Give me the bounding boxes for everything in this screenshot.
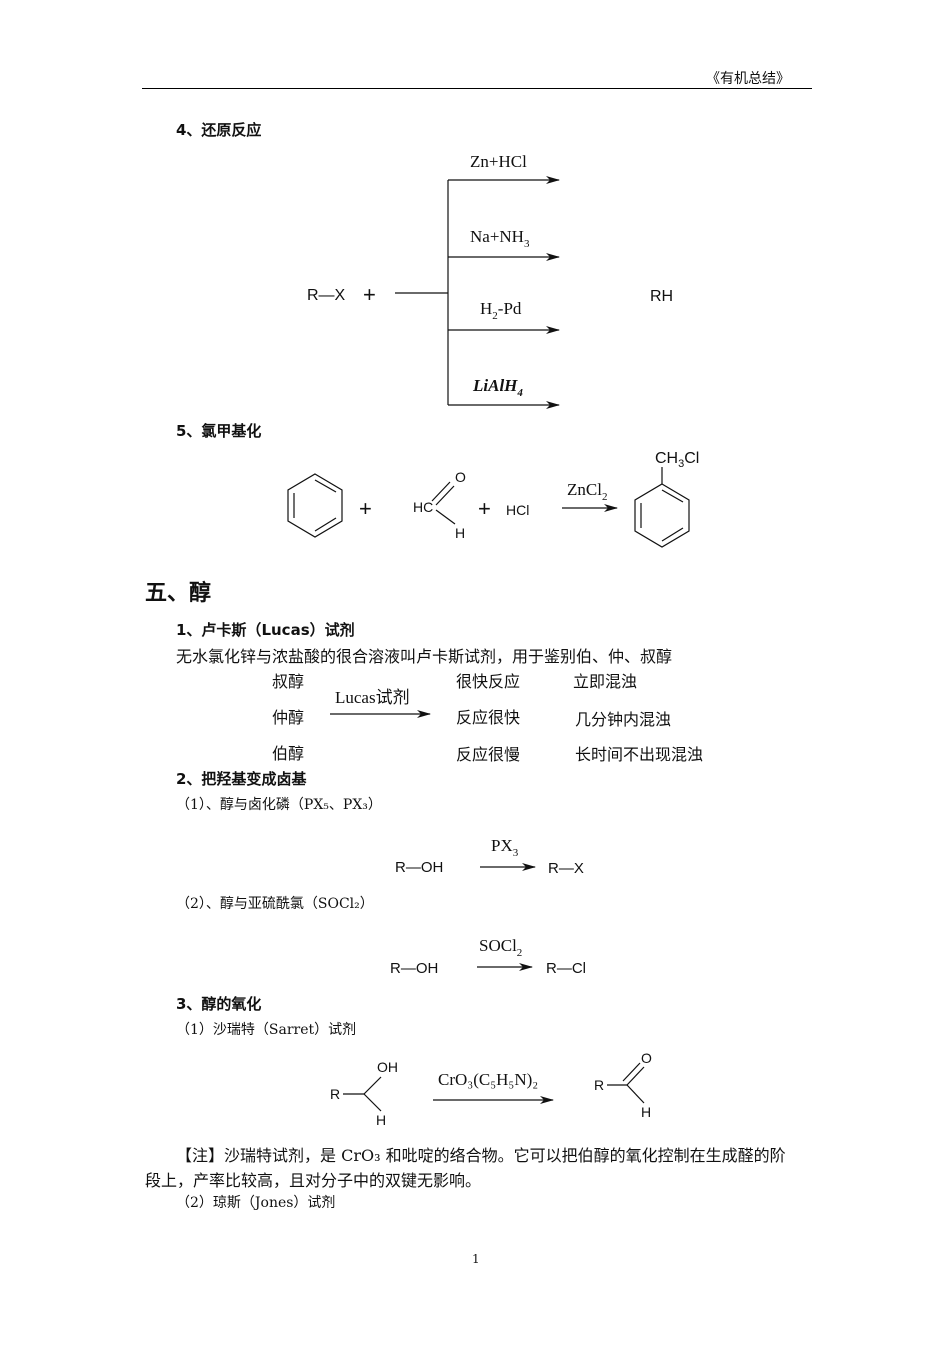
heading-halogenation: 2、把羟基变成卤基 — [176, 770, 307, 788]
hcl-reactant: HCl — [506, 502, 529, 518]
reagent-li: LiAlH4 — [472, 376, 523, 399]
plus-2: + — [478, 496, 491, 521]
formaldehyde-o: O — [455, 469, 466, 485]
oxidation-sub2: （2）琼斯（Jones）试剂 — [176, 1195, 336, 1211]
lucas-alcohol-secondary: 仲醇 — [272, 708, 305, 727]
formaldehyde-hc: HC — [413, 499, 433, 515]
sarret-reagent: CrO₃(C₅H₅N)₂ — [438, 1070, 538, 1089]
lucas-rate-primary: 反应很慢 — [456, 745, 521, 764]
lucas-reagent: Lucas试剂 — [335, 688, 410, 707]
substituent-ch3cl: CH3Cl — [655, 450, 699, 470]
lucas-rate-secondary: 反应很快 — [456, 708, 521, 727]
r1-reagent: PX3 — [491, 836, 519, 859]
lucas-obs-secondary: 几分钟内混浊 — [575, 710, 672, 729]
lucas-obs-tertiary: 立即混浊 — [573, 672, 638, 691]
note-line-2: 段上，产率比较高，且对分子中的双键无影响。 — [145, 1171, 482, 1190]
heading-reduction: 4、还原反应 — [176, 121, 262, 139]
lucas-alcohol-tertiary: 叔醇 — [272, 672, 305, 691]
aldehyde-bonds — [607, 1062, 645, 1104]
reagent-zn: Zn+HCl — [470, 152, 527, 171]
plus-sign: + — [363, 282, 376, 307]
alcohol-bonds — [343, 1076, 382, 1112]
oxidation-sub1: （1）沙瑞特（Sarret）试剂 — [176, 1022, 357, 1038]
halogenation-sub2: （2）、醇与亚硫酰氯（SOCl₂） — [176, 896, 374, 912]
header-rule — [142, 88, 812, 89]
product-rh: RH — [650, 288, 673, 305]
heading-lucas: 1、卢卡斯（Lucas）试剂 — [176, 621, 355, 639]
r1-left: R—OH — [395, 859, 443, 876]
alcohol-oh: OH — [377, 1059, 398, 1075]
benzene-ring — [287, 473, 343, 538]
lucas-rate-tertiary: 很快反应 — [456, 672, 521, 691]
aldehyde-o: O — [641, 1050, 652, 1066]
formaldehyde-bonds — [431, 481, 456, 525]
aldehyde-r: R — [594, 1077, 604, 1093]
note-line-1: 【注】沙瑞特试剂，是 CrO₃ 和吡啶的络合物。它可以把伯醇的氧化控制在生成醛的… — [176, 1146, 786, 1165]
r2-right: R—Cl — [546, 960, 586, 977]
r2-reagent: SOCl2 — [479, 936, 522, 959]
r1-right: R—X — [548, 860, 584, 877]
lucas-alcohol-primary: 伯醇 — [272, 744, 305, 763]
lucas-description: 无水氯化锌与浓盐酸的很合溶液叫卢卡斯试剂，用于鉴别伯、仲、叔醇 — [176, 647, 673, 666]
halogenation-sub1: （1）、醇与卤化磷（PX₅、PX₃） — [176, 797, 382, 813]
lucas-obs-primary: 长时间不出现混浊 — [575, 745, 704, 764]
heading-oxidation: 3、醇的氧化 — [176, 995, 262, 1013]
catalyst-zncl2: ZnCl2 — [567, 480, 607, 503]
aldehyde-h: H — [641, 1104, 651, 1120]
alcohol-r: R — [330, 1086, 340, 1102]
chapter-title: 五、醇 — [145, 580, 212, 606]
reagent-na: Na+NH3 — [470, 227, 530, 250]
reactant-rx: R—X — [307, 287, 346, 304]
page-number: 1 — [472, 1252, 480, 1266]
plus-1: + — [359, 496, 372, 521]
alcohol-h: H — [376, 1112, 386, 1128]
running-title: 《有机总结》 — [706, 71, 790, 87]
heading-chloromethylation: 5、氯甲基化 — [176, 422, 262, 440]
reagent-h2: H2-Pd — [480, 299, 522, 322]
formaldehyde-h: H — [455, 525, 465, 541]
product-benzene-ring — [634, 467, 690, 548]
r2-left: R—OH — [390, 960, 438, 977]
